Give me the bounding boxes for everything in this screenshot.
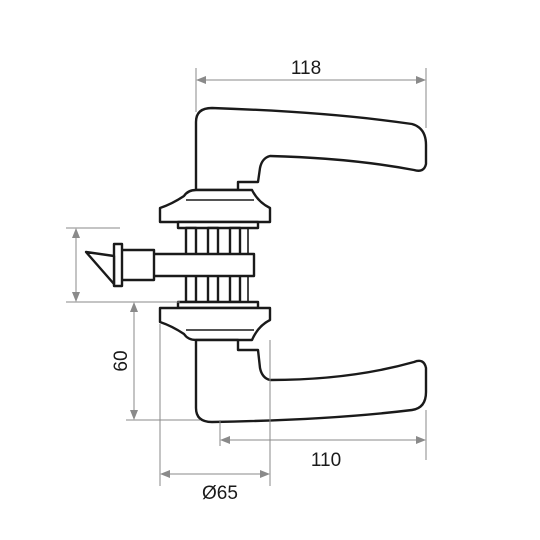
dimension-rose-diameter: Ø65 [160,470,270,504]
lever-reach-label: 110 [311,450,341,471]
upper-lever-handle [194,106,428,192]
dimension-lever-reach: 110 [220,436,426,471]
extension-lines [66,68,427,486]
lower-rose [158,300,272,342]
overall-width-label: 118 [291,58,321,79]
height-to-spindle-label: 60 [111,350,132,371]
dimension-overall-width: 118 [196,58,426,84]
latch-bolt [84,242,256,288]
upper-rose [158,188,272,230]
rose-diameter-label: Ø65 [202,483,238,504]
dimension-height-to-spindle: 60 [111,302,138,420]
lower-lever-handle [194,338,428,424]
